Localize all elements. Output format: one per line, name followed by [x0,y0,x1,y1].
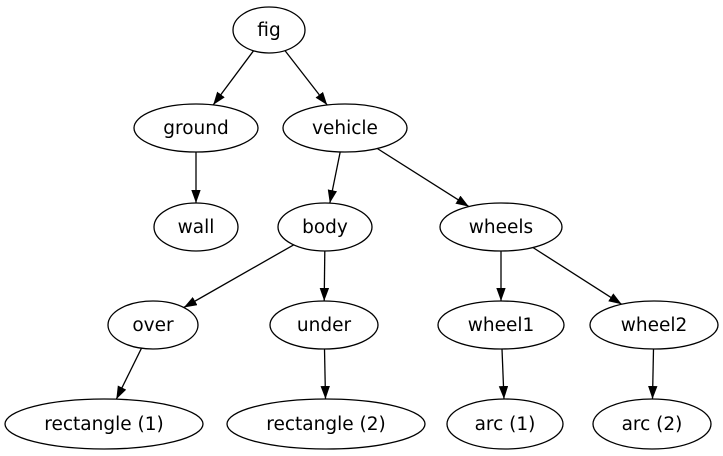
node-ellipse-body [277,202,373,252]
edge-wheels-wheel2 [532,246,623,305]
edges-layer [115,50,658,400]
node-label-over: over [132,315,174,336]
node-label-arc2: arc (2) [622,414,683,435]
node-body: body [277,202,373,252]
node-ellipse-rectangle2 [226,398,426,450]
node-wheel1: wheel1 [437,300,565,350]
node-wheels: wheels [439,202,563,252]
node-ellipse-wall [153,202,239,252]
node-ellipse-over [107,300,199,350]
node-ellipse-arc2 [592,398,712,450]
node-ellipse-wheel2 [589,300,719,350]
node-label-wheel2: wheel2 [621,315,688,336]
node-arc2: arc (2) [592,398,712,450]
edge-under-rectangle2 [320,348,330,400]
node-rectangle2: rectangle (2) [226,398,426,450]
node-wheel2: wheel2 [589,300,719,350]
node-wall: wall [153,202,239,252]
node-label-rectangle2: rectangle (2) [266,414,385,435]
node-label-fig: fig [257,20,280,41]
node-label-body: body [302,217,348,238]
edge-wheel2-arc2 [648,348,658,400]
node-label-wheels: wheels [469,217,533,238]
node-over: over [107,300,199,350]
node-ellipse-ground [133,103,259,153]
node-arc1: arc (1) [446,398,564,450]
edge-over-rectangle1 [115,347,143,400]
node-ground: ground [133,103,259,153]
node-label-vehicle: vehicle [312,118,378,139]
edge-vehicle-body [327,151,341,204]
node-label-wall: wall [178,217,215,238]
nodes-layer: fig ground vehicle wall body wheels over under w… [4,6,719,450]
node-label-ground: ground [163,118,228,139]
node-fig: fig [232,6,306,54]
edge-fig-ground [212,50,255,106]
node-label-arc1: arc (1) [475,414,536,435]
node-ellipse-vehicle [282,103,408,153]
node-label-rectangle1: rectangle (1) [44,414,163,435]
edge-vehicle-wheels [376,147,470,208]
edge-body-over [183,244,294,309]
node-label-under: under [297,315,352,336]
node-ellipse-wheels [439,202,563,252]
node-rectangle1: rectangle (1) [4,398,204,450]
node-ellipse-under [269,300,379,350]
edge-wheel1-arc1 [498,348,509,400]
node-ellipse-arc1 [446,398,564,450]
edge-body-under [319,250,330,302]
node-ellipse-fig [232,6,306,54]
node-under: under [269,300,379,350]
node-label-wheel1: wheel1 [468,315,535,336]
node-vehicle: vehicle [282,103,408,153]
node-ellipse-wheel1 [437,300,565,350]
node-ellipse-rectangle1 [4,398,204,450]
edge-fig-vehicle [284,50,328,106]
